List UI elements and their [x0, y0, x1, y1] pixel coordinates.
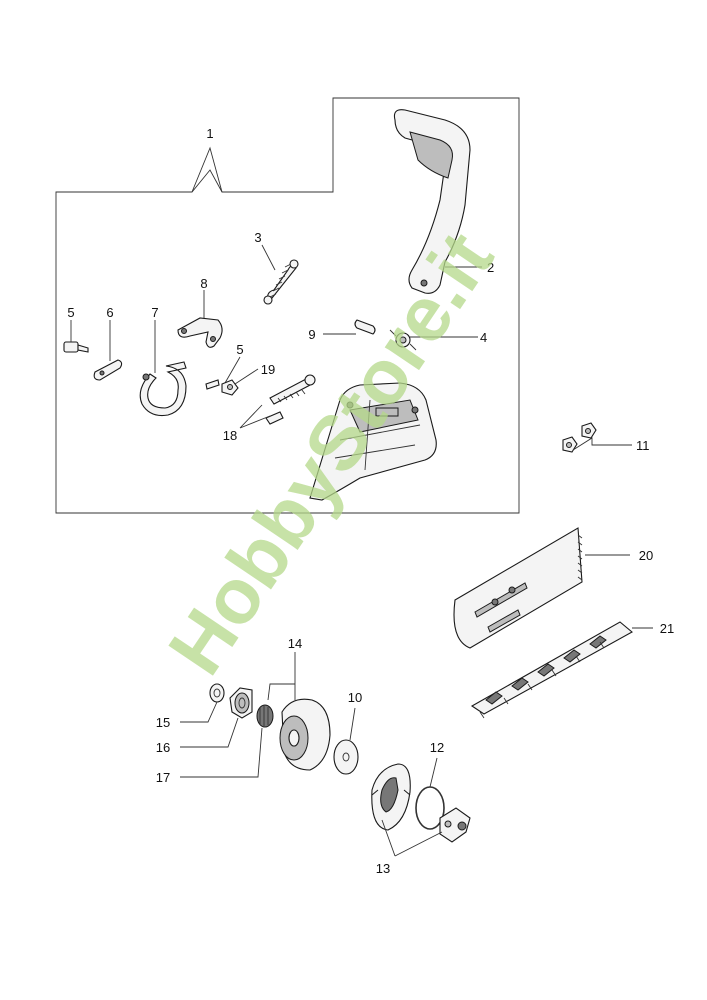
callout-18-leader [239, 404, 271, 429]
callout-16-leader [180, 717, 239, 748]
callout-14: 14 [288, 636, 302, 651]
torsion-spring [389, 329, 417, 351]
callout-1: 1 [206, 126, 213, 141]
screw [205, 379, 220, 390]
chain-tensioner [265, 374, 316, 425]
tensioner-block [439, 807, 471, 843]
callout-9: 9 [308, 327, 315, 342]
callout-5b: 5 [236, 342, 243, 357]
bar-nuts [562, 422, 597, 453]
callout-5a: 5 [67, 305, 74, 320]
pin [354, 319, 376, 335]
screw [63, 341, 89, 353]
callout-1-leader [191, 146, 223, 193]
callout-19-leader [234, 368, 259, 385]
spring [263, 259, 299, 305]
callout-12-leader [429, 757, 438, 788]
callout-13: 13 [376, 861, 390, 876]
callout-17-leader [180, 727, 263, 778]
callout-3-leader [261, 244, 276, 271]
callout-4: 4 [480, 330, 487, 345]
clip [93, 359, 123, 381]
saw-chain [470, 621, 633, 719]
front-handle [393, 109, 471, 294]
callout-15: 15 [156, 715, 170, 730]
nut [221, 379, 239, 396]
clutch-shoes [371, 763, 411, 831]
washer [333, 739, 359, 775]
callout-5b-leader [224, 356, 241, 384]
callout-16: 16 [156, 740, 170, 755]
clutch-drum [279, 698, 331, 771]
callout-21: 21 [660, 621, 674, 636]
rim-sprocket [229, 687, 253, 719]
callout-11-leader [572, 437, 632, 451]
callout-15-leader [180, 701, 218, 723]
needle-bearing [256, 704, 274, 728]
callout-2: 2 [487, 260, 494, 275]
callout-14-leader [267, 652, 296, 701]
callout-19: 19 [261, 362, 275, 377]
callout-17: 17 [156, 770, 170, 785]
callout-6: 6 [106, 305, 113, 320]
callout-20: 20 [639, 548, 653, 563]
guide-bar [453, 527, 583, 649]
clutch-cover [309, 382, 437, 501]
callout-18: 18 [223, 428, 237, 443]
brake-lever [177, 317, 223, 348]
callout-13-leader [381, 819, 443, 857]
assembly-group-outline [55, 97, 520, 514]
callout-10: 10 [348, 690, 362, 705]
callout-7: 7 [151, 305, 158, 320]
callout-10-leader [349, 707, 356, 741]
brake-band [139, 361, 187, 417]
callout-11: 11 [636, 438, 650, 453]
callout-8: 8 [200, 276, 207, 291]
callout-12: 12 [430, 740, 444, 755]
callout-3: 3 [254, 230, 261, 245]
